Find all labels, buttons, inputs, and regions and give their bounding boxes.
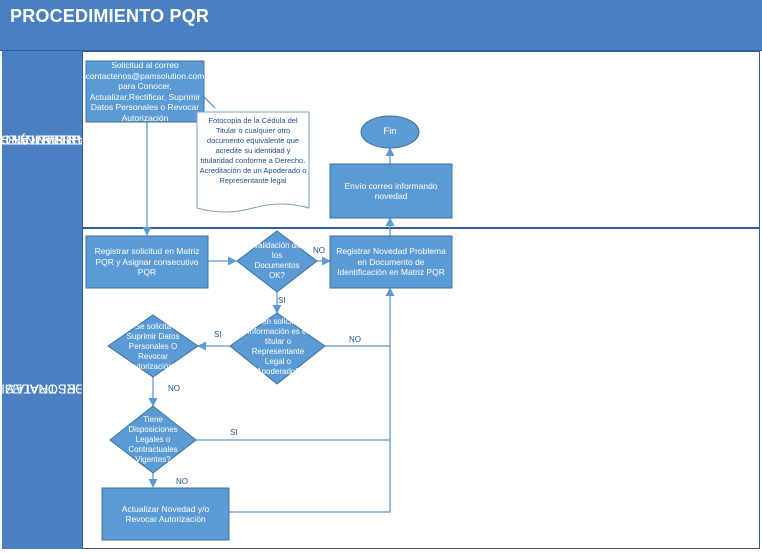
- lane-label-encargado: ENCARGADO DEL TRATAMIENTO DE DATOS PERSO…: [0, 228, 172, 549]
- edge-actualizar-novedad: [229, 440, 391, 513]
- documento-text: Fotocopia de la Cédula del Titular o cua…: [199, 116, 307, 185]
- suprimir-diamond: [107, 314, 199, 378]
- solicitud-box: [85, 60, 205, 123]
- header-strip: [0, 36, 762, 51]
- validacion-diamond: [236, 230, 318, 293]
- registrar-text: Registrar solicitud en Matriz PQR y Asig…: [94, 246, 200, 278]
- disposiciones-diamond: [109, 405, 197, 474]
- disposiciones-text: Tiene Disposiciones Legales o Contractua…: [128, 415, 178, 464]
- edge-label-no-disposiciones: NO: [176, 477, 188, 486]
- envio-box: [329, 163, 453, 219]
- edge-label-si-disposiciones: SI: [230, 428, 238, 437]
- suprimir-text: Se solicita Suprimir Datos Personales O …: [126, 322, 180, 371]
- edge-label-si-quien: SI: [214, 330, 222, 339]
- actualizar-text: Actualizar Novedad y/o Revocar Autorizac…: [121, 503, 210, 525]
- solicitud-text: Solicitud al correo contactenos@pamsolut…: [85, 60, 205, 123]
- quien-text: Quien solicita la información es el titu…: [247, 317, 309, 376]
- edge-label-no-validacion: NO: [313, 246, 325, 255]
- novedad-text: Registrar Novedad Problema en Documento …: [336, 246, 446, 278]
- quien-diamond: [229, 312, 326, 385]
- edge-label-no-suprimir: NO: [168, 384, 180, 393]
- edge-label-no-quien: NO: [349, 335, 361, 344]
- page-title: PROCEDIMIENTO PQR: [10, 6, 210, 26]
- documento-shape: [196, 111, 310, 213]
- validacion-text: Validación de los Documentos OK?: [253, 241, 301, 280]
- fin-text: Fin: [383, 125, 397, 137]
- fin-ellipse: [360, 115, 420, 149]
- novedad-box: [329, 235, 453, 289]
- edge-label-si-validacion: SI: [278, 296, 286, 305]
- envio-text: Envío correo informando novedad: [344, 180, 438, 202]
- actualizar-box: [101, 487, 230, 541]
- registrar-box: [85, 235, 209, 289]
